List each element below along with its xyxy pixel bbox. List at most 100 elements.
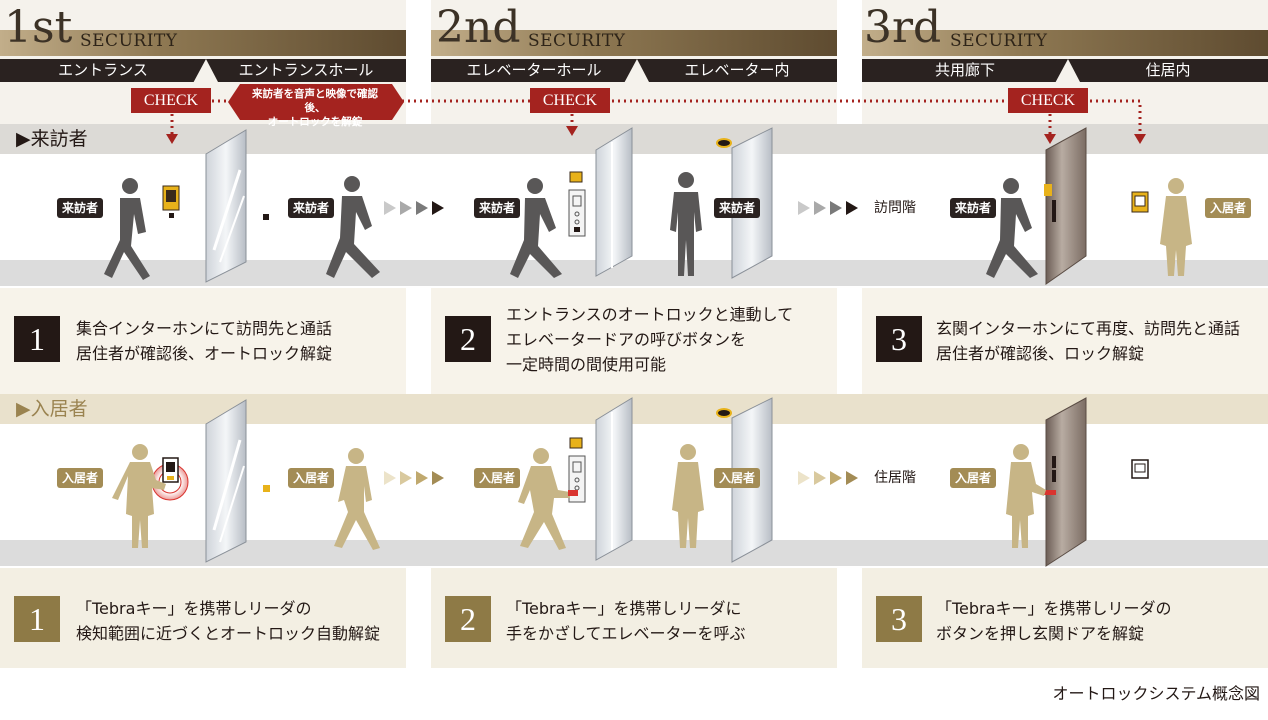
check-badge: CHECK [1008, 88, 1088, 113]
panel-visitor-desc-shade [862, 288, 1268, 396]
section-title-bar [431, 30, 837, 56]
desc-line: 手をかざしてエレベーターを呼ぶ [506, 624, 746, 643]
entrance-glass-door [205, 129, 247, 283]
desc-line: 「Tebraキー」を携帯しリーダの [936, 599, 1172, 618]
tab-elevator-inside: エレベーター内 [637, 59, 837, 82]
visitor-silhouette [104, 178, 150, 280]
visitor-tag: 来訪者 [288, 198, 335, 218]
section-label: SECURITY [528, 31, 626, 51]
tab-common-corridor: 共用廊下 [862, 59, 1068, 82]
residence-front-door [1044, 127, 1087, 285]
visitor-step-description: 玄関インターホンにて再度、訪問先と通話 居住者が確認後、ロック解錠 [936, 316, 1240, 366]
resident-role-label: ▶入居者 [16, 398, 88, 420]
visitor-tag: 来訪者 [714, 198, 761, 218]
desc-line: エレベータードアの呼びボタンを [506, 330, 747, 349]
visitor-silhouette [326, 176, 380, 278]
desc-line: 集合インターホンにて訪問先と通話 [76, 319, 333, 338]
tab-entrance: エントランス [0, 59, 206, 82]
indoor-intercom [1131, 459, 1149, 479]
resident-tag: 入居者 [1205, 198, 1252, 218]
reader-dot [263, 485, 270, 492]
section-number: 1st [4, 2, 73, 53]
elevator-hall-door [595, 127, 633, 277]
resident-tag: 入居者 [57, 468, 104, 488]
resident-tag: 入居者 [474, 468, 521, 488]
callout-line: 来訪者を音声と映像で確認後、 [252, 88, 378, 114]
visitor-band: ▶来訪者 [0, 124, 1268, 154]
section-label: SECURITY [80, 31, 178, 51]
desc-line: 居住者が確認後、ロック解錠 [936, 344, 1145, 363]
section-title-bar [862, 30, 1268, 56]
desc-line: 玄関インターホンにて再度、訪問先と通話 [936, 319, 1241, 338]
section-title-bar [0, 30, 406, 56]
desc-line: エントランスのオートロックと連動して [506, 305, 794, 324]
panel-resident-desc-shade [0, 568, 406, 668]
section-number: 2nd [436, 2, 521, 53]
panel-visitor-desc-shade [0, 288, 406, 396]
desc-line: 「Tebraキー」を携帯しリーダの [76, 599, 312, 618]
resident-silhouette [518, 448, 570, 550]
entrance-intercom [162, 185, 180, 218]
resident-silhouette [112, 444, 166, 548]
callout-box [228, 84, 404, 120]
visitor-role-label: ▶来訪者 [16, 128, 88, 150]
section-number: 3rd [864, 2, 942, 53]
step-number: 1 [14, 596, 60, 642]
tab-entrance-hall: エントランスホール [206, 59, 406, 82]
resident-flow-arrows-2 [798, 471, 858, 485]
visitor-flow-arrows-2 [798, 201, 858, 215]
diagram-caption: オートロックシステム概念図 [1052, 684, 1260, 703]
visitor-step-description: 集合インターホンにて訪問先と通話 居住者が確認後、オートロック解錠 [76, 316, 332, 366]
visitor-flow-arrows-1 [384, 201, 444, 215]
elevator-hall-door [595, 397, 633, 561]
panel-visitor-desc-shade [431, 288, 837, 396]
visitor-tag: 来訪者 [57, 198, 104, 218]
resident-silhouette [334, 448, 380, 550]
step-number: 3 [876, 316, 922, 362]
visitor-tag: 来訪者 [950, 198, 997, 218]
visitor-silhouette [670, 172, 702, 276]
desc-line: 「Tebraキー」を携帯しリーダに [506, 599, 742, 618]
desc-line: 居住者が確認後、オートロック解錠 [76, 344, 333, 363]
resident-step-description: 「Tebraキー」を携帯しリーダの ボタンを押し玄関ドアを解錠 [936, 596, 1171, 646]
resident-silhouette [1006, 444, 1046, 548]
visitor-silhouette [986, 178, 1038, 278]
step-number: 1 [14, 316, 60, 362]
section-label: SECURITY [950, 31, 1048, 51]
visitor-silhouette [510, 178, 562, 278]
camera-icon [716, 138, 732, 148]
camera-icon [716, 408, 732, 418]
step-number: 3 [876, 596, 922, 642]
elevator-call-panel [568, 171, 586, 237]
check-arrowheads [166, 126, 1146, 144]
indoor-intercom [1131, 191, 1149, 213]
tab-elevator-hall: エレベーターホール [431, 59, 637, 82]
tab-residence: 住居内 [1068, 59, 1268, 82]
resident-step-description: 「Tebraキー」を携帯しリーダの 検知範囲に近づくとオートロック自動解錠 [76, 596, 380, 646]
visitor-tag: 来訪者 [474, 198, 521, 218]
desc-line: 検知範囲に近づくとオートロック自動解錠 [76, 624, 381, 643]
resident-silhouette [672, 444, 704, 548]
check-badge: CHECK [530, 88, 610, 113]
reader-dot [263, 214, 269, 220]
step-number: 2 [445, 316, 491, 362]
resident-tag: 入居者 [714, 468, 761, 488]
callout: 来訪者を音声と映像で確認後、 オートロックを解錠 [228, 84, 402, 128]
resident-silhouette [1160, 178, 1192, 276]
check-badge: CHECK [131, 88, 211, 113]
resident-flow-arrows-1 [384, 471, 444, 485]
resident-tag: 入居者 [288, 468, 335, 488]
desc-line: ボタンを押し玄関ドアを解錠 [936, 624, 1145, 643]
check-connector [170, 99, 1142, 136]
resident-tag: 入居者 [950, 468, 997, 488]
visitor-step-description: エントランスのオートロックと連動して エレベータードアの呼びボタンを 一定時間の… [506, 302, 793, 377]
panel-resident-desc-shade [431, 568, 837, 668]
tebra-reader [151, 457, 189, 501]
desc-line: 一定時間の間使用可能 [506, 355, 667, 374]
residence-front-door [1044, 397, 1087, 567]
panel-resident-desc-shade [862, 568, 1268, 668]
resident-step-description: 「Tebraキー」を携帯しリーダに 手をかざしてエレベーターを呼ぶ [506, 596, 746, 646]
hand-reader-signal [568, 490, 578, 496]
